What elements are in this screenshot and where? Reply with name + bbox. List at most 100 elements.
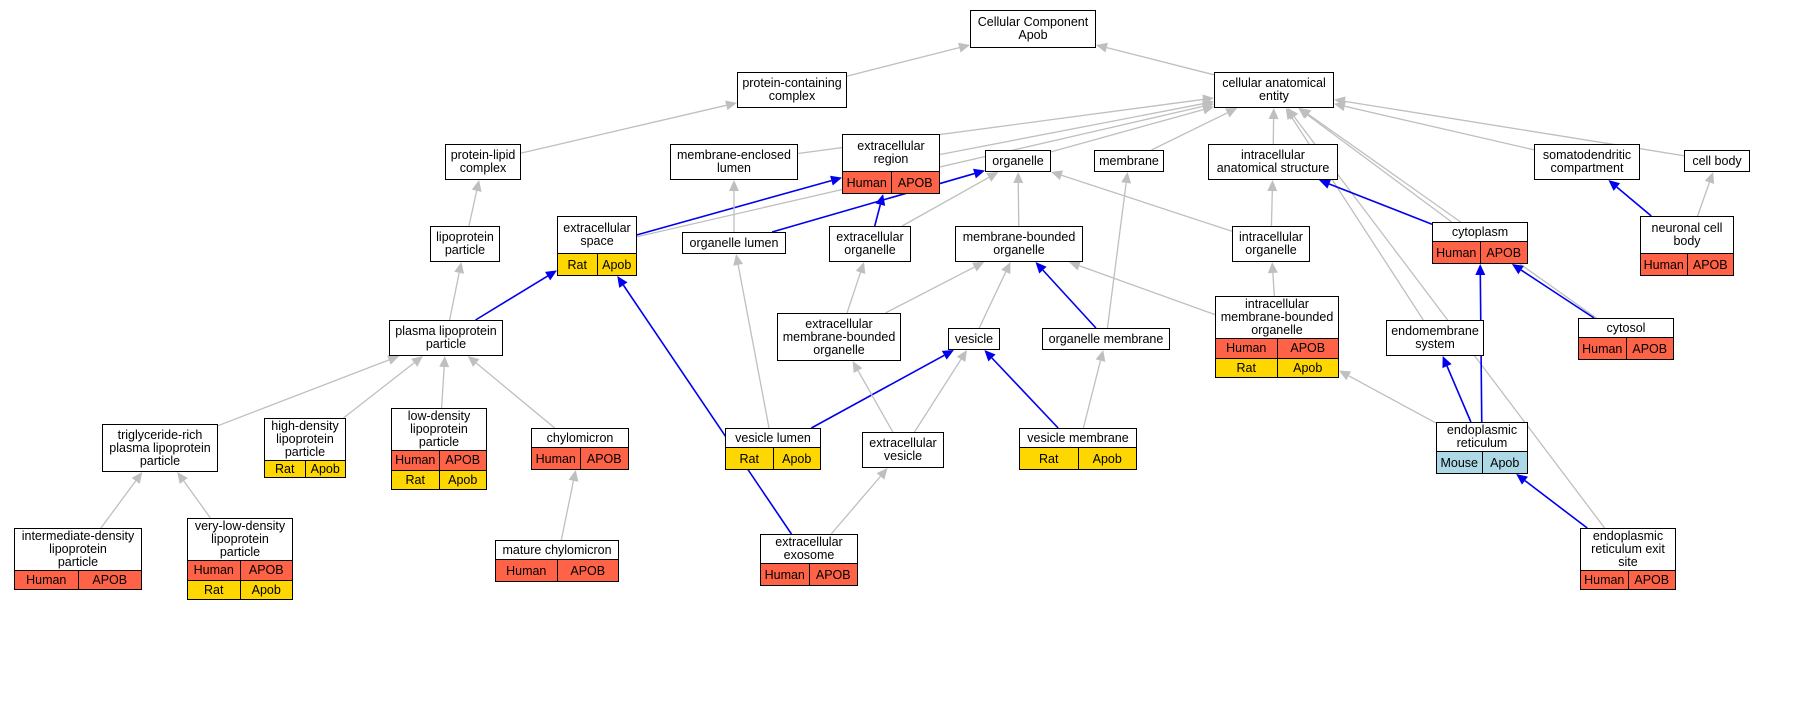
gene-cell: APOB <box>77 571 142 589</box>
edge-extracellular_organelle-to-extracellular_region <box>873 204 882 227</box>
species-cell: Rat <box>204 582 224 597</box>
gene-cell: APOB <box>1686 254 1734 275</box>
edge-chylomicron-to-plasma_lipoprotein <box>475 362 556 429</box>
edge-organelle-to-cell_anat <box>1050 108 1204 153</box>
arrowhead <box>1267 262 1278 274</box>
node-label: protein-containing complex <box>742 76 842 103</box>
edge-membrane-to-cell_anat <box>1151 112 1228 151</box>
node-label: very-low-density lipoprotein particle <box>194 519 286 559</box>
node-extracellular-vesicle: extracellular vesicle <box>862 432 944 468</box>
node-label: intracellular anatomical structure <box>1216 148 1330 175</box>
edge-cytosol-to-cell_anat <box>1308 113 1597 319</box>
arrowhead <box>1475 264 1486 276</box>
species-cell: Human <box>506 563 547 578</box>
node-label: endoplasmic reticulum <box>1446 423 1518 450</box>
species-cell: Rat <box>275 462 295 476</box>
node-label: cytosol <box>1606 320 1646 335</box>
arrowhead <box>941 350 954 360</box>
node-label: endomembrane system <box>1391 324 1479 351</box>
gene-cell: Apob <box>772 448 821 469</box>
node-label: vesicle membrane <box>1027 430 1129 445</box>
arrowhead <box>1334 96 1346 107</box>
node-label: vesicle lumen <box>735 430 811 445</box>
edge-ldl-to-plasma_lipoprotein <box>440 366 445 409</box>
edge-cell_anat-to-cc_apob <box>1106 47 1215 76</box>
node-membrane: membrane <box>1094 150 1164 172</box>
gene-cell: Apob <box>304 461 346 477</box>
edge-organelle_lumen-to-organelle <box>771 172 975 233</box>
edge-er_exit_site-to-er <box>1524 480 1588 529</box>
node-label: vesicle <box>954 331 994 346</box>
gene-cell: APOB <box>438 451 487 470</box>
edge-er-to-ic_membrane_bounded <box>1348 375 1437 424</box>
arrowhead <box>1035 262 1047 274</box>
node-label: plasma lipoprotein particle <box>395 324 497 351</box>
species-cell: Rat <box>1236 360 1256 375</box>
arrowhead <box>568 470 579 482</box>
node-cell-body: cell body <box>1684 150 1750 172</box>
annotation-row: Rat Apob <box>1216 357 1339 377</box>
edge-vldl-to-trig_rich <box>183 480 211 519</box>
arrowhead <box>984 350 996 362</box>
edge-lipoprotein_particle-to-protein_lipid <box>468 190 478 227</box>
species-cell: Human <box>764 567 805 582</box>
gene-cell: APOB <box>556 560 619 581</box>
edge-protein_complex-to-cc_apob <box>846 47 960 77</box>
arrowhead <box>729 180 739 191</box>
arrowhead <box>545 270 557 281</box>
node-organelle: organelle <box>985 150 1051 172</box>
node-intracellular-organelle: intracellular organelle <box>1232 226 1310 262</box>
arrowhead <box>1268 108 1279 120</box>
node-label: membrane <box>1099 153 1159 168</box>
arrowhead <box>830 175 842 186</box>
arrowhead <box>1121 172 1132 184</box>
arrowhead <box>1442 356 1452 369</box>
edge-ec_membrane_bounded-to-membrane_bounded_organelle <box>885 266 975 314</box>
node-label: high-density lipoprotein particle <box>271 419 339 459</box>
arrowhead <box>1225 108 1238 118</box>
gene-cell: APOB <box>1627 571 1676 589</box>
species-cell: Human <box>1582 341 1623 356</box>
node-organelle-lumen: organelle lumen <box>682 232 786 254</box>
node-label: cytoplasm <box>1451 224 1509 239</box>
edge-vesicle_lumen-to-organelle_lumen <box>737 264 770 429</box>
species-cell: Human <box>1584 573 1625 587</box>
edge-ec_membrane_bounded-to-extracellular_organelle <box>846 272 862 314</box>
node-label: intermediate-density lipoprotein particl… <box>21 529 135 569</box>
gene-cell: Apob <box>1481 452 1528 473</box>
edge-extracellular_organelle-to-organelle <box>901 176 990 227</box>
arrowhead <box>471 180 482 192</box>
edge-ic_membrane_bounded-to-membrane_bounded_organelle <box>1079 265 1216 316</box>
edge-vesicle-to-membrane_bounded_organelle <box>978 271 1007 329</box>
node-membrane-bounded-organelle: membrane-bounded organelle <box>955 226 1083 262</box>
gene-cell: Apob <box>1077 448 1137 469</box>
node-label: cellular anatomical entity <box>1222 76 1326 103</box>
node-label: extracellular region <box>857 139 925 166</box>
arrowhead <box>973 168 985 179</box>
gene-cell: Apob <box>1276 358 1339 377</box>
arrowhead <box>1511 264 1524 275</box>
arrowhead <box>439 356 450 368</box>
arrowhead <box>1608 180 1621 191</box>
node-label: cell body <box>1692 153 1742 168</box>
arrowhead <box>617 276 628 288</box>
node-label: membrane-enclosed lumen <box>677 148 791 175</box>
annotation-row: Human APOB <box>496 559 618 581</box>
node-plasma-lipoprotein: plasma lipoprotein particle <box>389 320 503 356</box>
edge-er-to-endomembrane <box>1446 365 1472 423</box>
arrowhead <box>855 262 866 275</box>
arrowhead <box>1267 180 1278 192</box>
edge-extracellular_vesicle-to-vesicle <box>913 358 962 433</box>
edge-vesicle_lumen-to-vesicle <box>810 354 945 429</box>
node-extracellular-organelle: extracellular organelle <box>829 226 911 262</box>
